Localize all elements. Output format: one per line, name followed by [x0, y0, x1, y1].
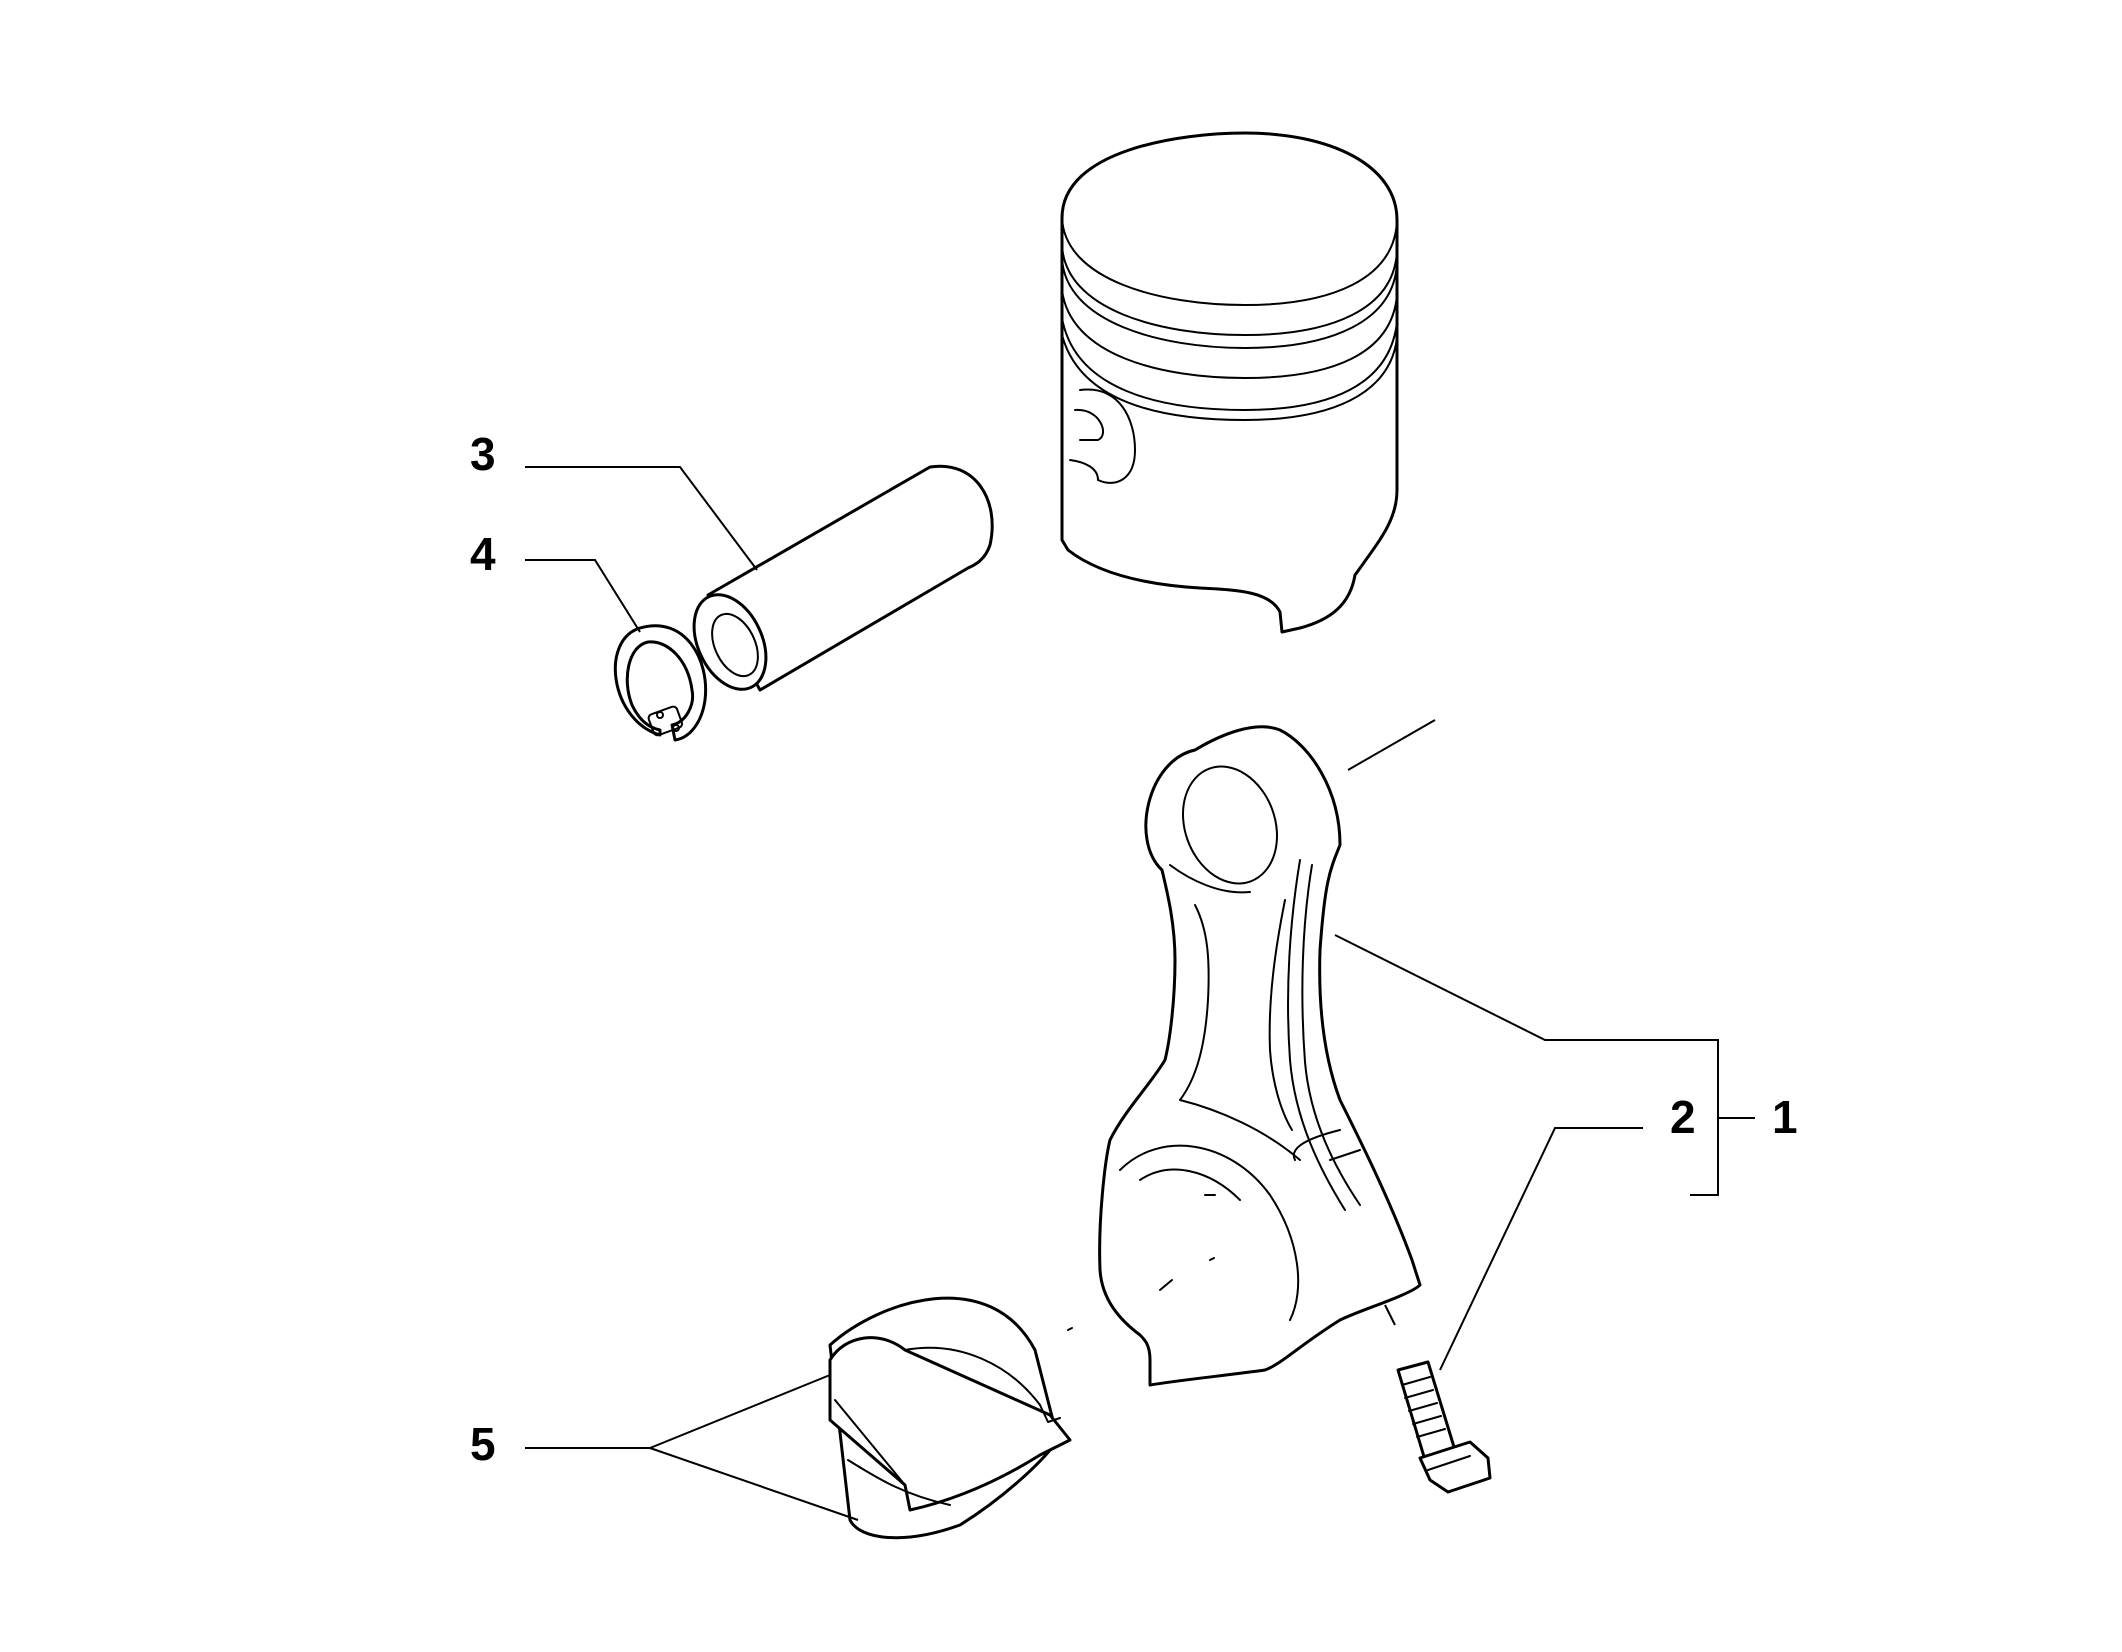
rod-bolt [1396, 1360, 1492, 1494]
leader-1-rod [1334, 934, 1718, 1041]
connecting-rod [1098, 719, 1436, 1387]
callout-5: 5 [470, 1418, 496, 1470]
bearing-shells [828, 1296, 1073, 1540]
callout-4: 4 [470, 528, 496, 580]
callout-1: 1 [1772, 1091, 1798, 1143]
callout-labels: 3 4 2 1 5 [470, 428, 1798, 1470]
leader-5-top [525, 1374, 831, 1449]
leader-2 [1439, 1127, 1643, 1371]
piston [1060, 131, 1399, 634]
callout-3: 3 [470, 428, 496, 480]
leader-5-bottom [649, 1447, 859, 1521]
leader-lines [525, 466, 1755, 1521]
leader-3 [525, 466, 758, 571]
piston-pin [692, 464, 994, 692]
leader-4 [525, 559, 641, 633]
callout-2: 2 [1670, 1091, 1696, 1143]
snap-ring [613, 624, 708, 742]
